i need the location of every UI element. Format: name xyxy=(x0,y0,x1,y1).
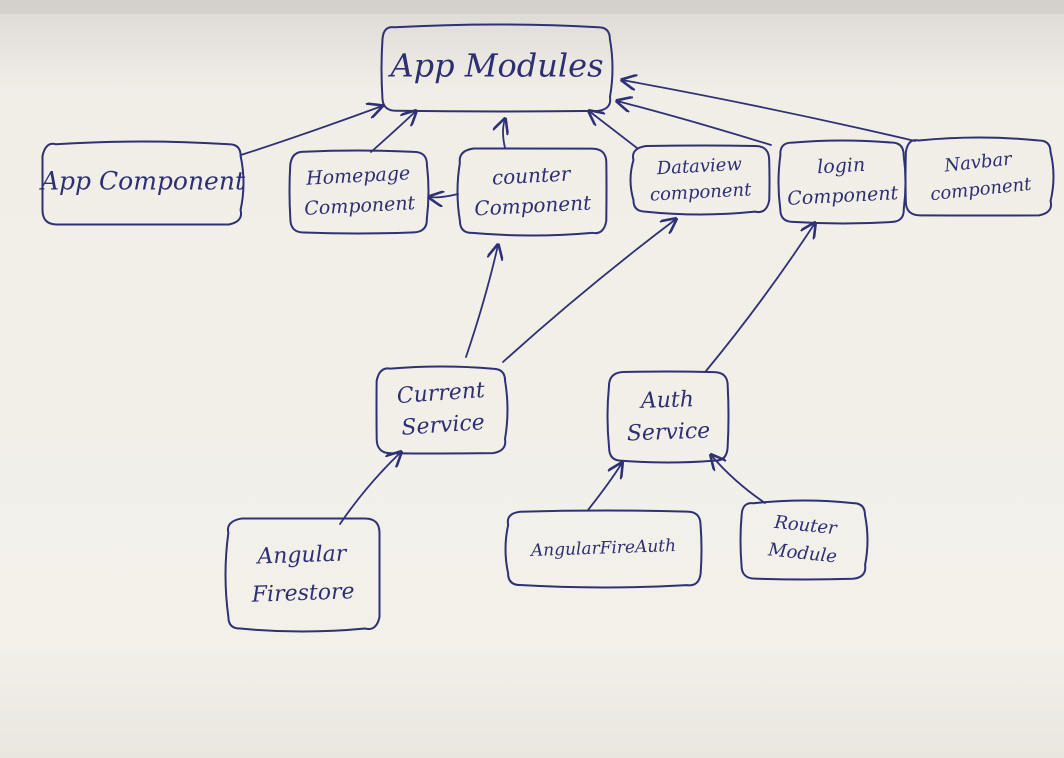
node-label-angular-firestore-1: Angular xyxy=(255,541,348,569)
arrow-navbar-component-to-app-modules xyxy=(622,80,916,142)
arrow-auth-service-to-login-component xyxy=(705,223,815,372)
node-box-router-module xyxy=(739,499,869,581)
node-box-navbar-component xyxy=(904,136,1055,217)
node-label-app-modules-1: App Modules xyxy=(388,47,604,85)
node-box-auth-service xyxy=(606,370,730,464)
arrow-login-component-to-app-modules xyxy=(617,101,772,146)
node-label-auth-service-1: Auth xyxy=(638,387,694,414)
node-box-app-modules xyxy=(380,23,614,113)
node-label-current-service-2: Service xyxy=(401,410,486,441)
node-label-counter-component-1: counter xyxy=(491,161,572,189)
node-app-modules: App Modules xyxy=(380,23,614,113)
node-box-angular-firestore xyxy=(224,517,381,633)
node-label-auth-service-2: Service xyxy=(626,419,710,447)
node-label-current-service-1: Current xyxy=(396,378,486,409)
arrow-counter-component-to-homepage-component xyxy=(429,194,459,197)
arrow-angular-firestore-to-current-service xyxy=(339,452,401,525)
node-label-angular-firestore-2: Firestore xyxy=(250,579,355,608)
arrow-current-service-to-counter-component xyxy=(465,245,498,358)
node-label-login-component-1: login xyxy=(817,154,866,178)
node-box-current-service xyxy=(375,365,509,455)
node-box-counter-component xyxy=(456,147,608,237)
node-box-angular-fire-auth xyxy=(504,509,703,589)
arrow-dataview-component-to-app-modules xyxy=(589,111,638,149)
node-label-app-component-1: App Component xyxy=(39,167,246,196)
node-label-dataview-component-1: Dataview xyxy=(655,154,743,180)
arrow-app-component-to-app-modules xyxy=(240,106,382,156)
paper-shadow-top xyxy=(0,0,1064,14)
arrow-counter-component-to-app-modules xyxy=(503,119,505,149)
arrow-homepage-component-to-app-modules xyxy=(370,111,416,153)
node-box-homepage-component xyxy=(288,149,430,235)
arrow-angular-fire-auth-to-auth-service xyxy=(587,463,622,511)
node-box-login-component xyxy=(777,139,907,225)
node-app-component: App Component xyxy=(39,140,246,226)
node-box-dataview-component xyxy=(629,144,771,216)
node-box-app-component xyxy=(41,140,245,226)
arrow-current-service-to-dataview-component xyxy=(502,219,676,363)
node-label-homepage-component-1: Homepage xyxy=(305,162,411,189)
